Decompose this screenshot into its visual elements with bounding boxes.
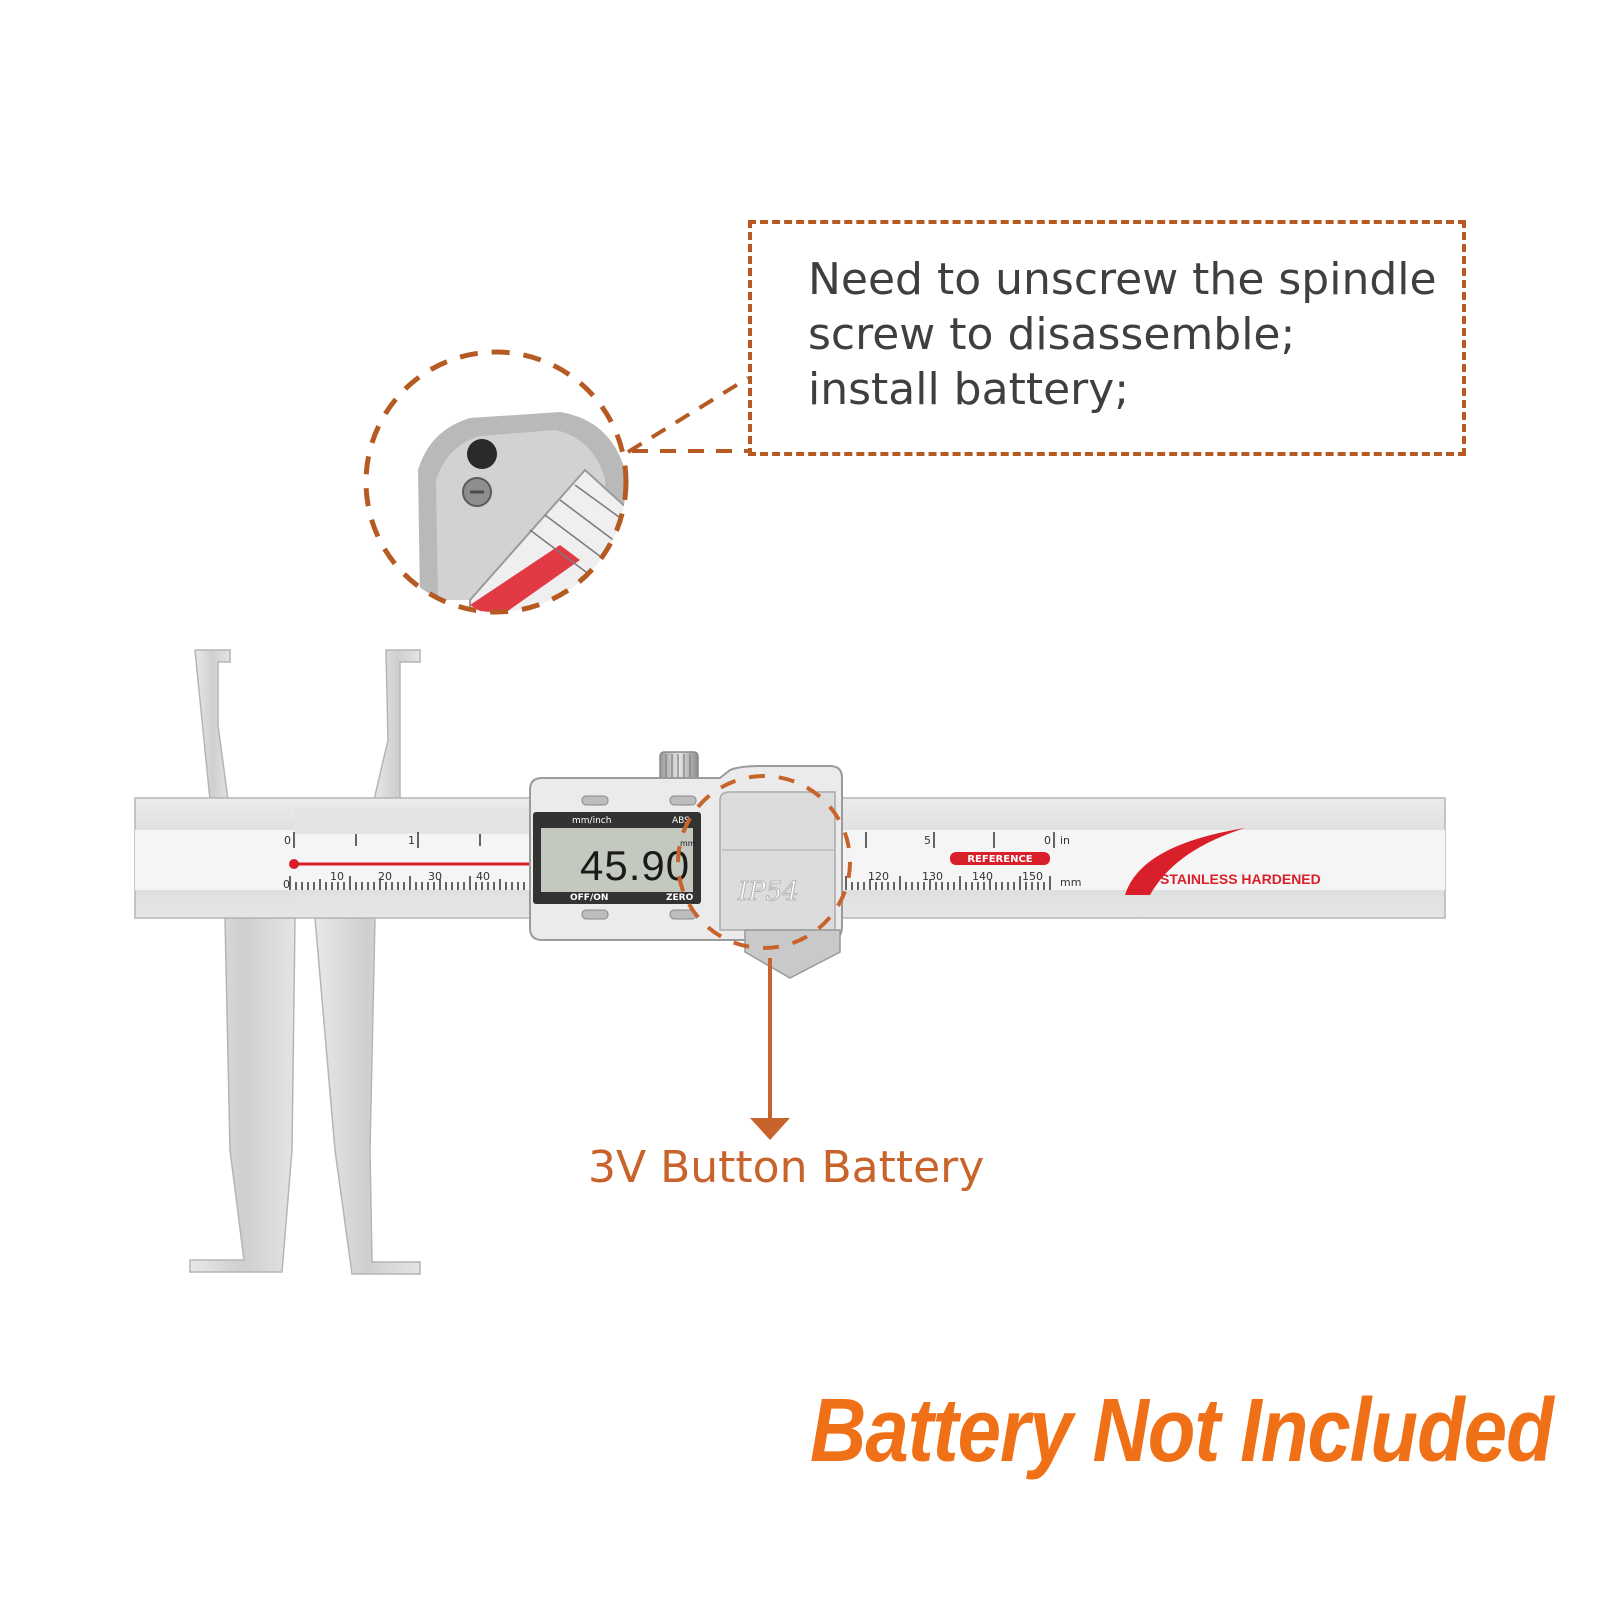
lcd-reading: 45.90	[580, 842, 690, 889]
reference-badge	[950, 852, 1050, 865]
svg-text:mm: mm	[1060, 876, 1081, 889]
connector-diagonal	[626, 376, 750, 454]
svg-text:140: 140	[972, 870, 993, 883]
lcd-abs: ABS	[672, 816, 690, 826]
left-scale-labels: 0 1 0 10 20 30 40	[283, 834, 490, 891]
svg-text:5: 5	[924, 834, 931, 847]
svg-text:20: 20	[378, 870, 392, 883]
callout-line-3: install battery;	[808, 364, 1130, 415]
svg-text:30: 30	[428, 870, 442, 883]
arrow-down-icon	[750, 1118, 790, 1140]
svg-text:0: 0	[283, 878, 290, 891]
off-on-label: OFF/ON	[570, 893, 608, 903]
svg-text:10: 10	[330, 870, 344, 883]
depth-blade	[744, 929, 841, 979]
lcd-unit-toggle: mm/inch	[572, 816, 611, 826]
svg-text:40: 40	[476, 870, 490, 883]
battery-compartment-circle	[676, 774, 852, 950]
svg-text:120: 120	[868, 870, 889, 883]
battery-not-included-note: Battery Not Included	[810, 1379, 1554, 1481]
zoom-detail	[366, 352, 626, 612]
callout-text: Need to unscrew the spindle screw to dis…	[808, 252, 1448, 417]
zoom-circle	[363, 349, 629, 615]
callout-box	[748, 220, 1466, 456]
svg-text:150: 150	[1022, 870, 1043, 883]
material-label: STAINLESS HARDENED	[1160, 871, 1321, 887]
lcd-screen	[541, 828, 693, 892]
off-on-button[interactable]	[581, 909, 609, 920]
ip-rating: IP54	[737, 877, 799, 907]
callout-line-2: screw to disassemble;	[808, 309, 1296, 360]
svg-text:0: 0	[1044, 834, 1051, 847]
button-top-left[interactable]	[581, 795, 609, 806]
slider-head: IP54 mm/inch ABS 45.90 mm OFF/ON ZERO	[529, 751, 843, 979]
lcd-unit: mm	[680, 839, 696, 848]
right-scale-ticks	[845, 832, 1055, 890]
zero-label: ZERO	[666, 893, 694, 903]
battery-label: 3V Button Battery	[588, 1142, 985, 1193]
button-top-right[interactable]	[669, 795, 697, 806]
reference-label: REFERENCE	[967, 854, 1032, 865]
svg-text:in: in	[1060, 834, 1070, 847]
svg-text:1: 1	[408, 834, 415, 847]
callout-line-1: Need to unscrew the spindle	[808, 254, 1437, 305]
right-scale-labels: 5 0 in 120 130 140 150 mm	[868, 834, 1081, 889]
svg-text:0: 0	[284, 834, 291, 847]
svg-text:130: 130	[922, 870, 943, 883]
left-scale-ticks	[289, 832, 525, 890]
